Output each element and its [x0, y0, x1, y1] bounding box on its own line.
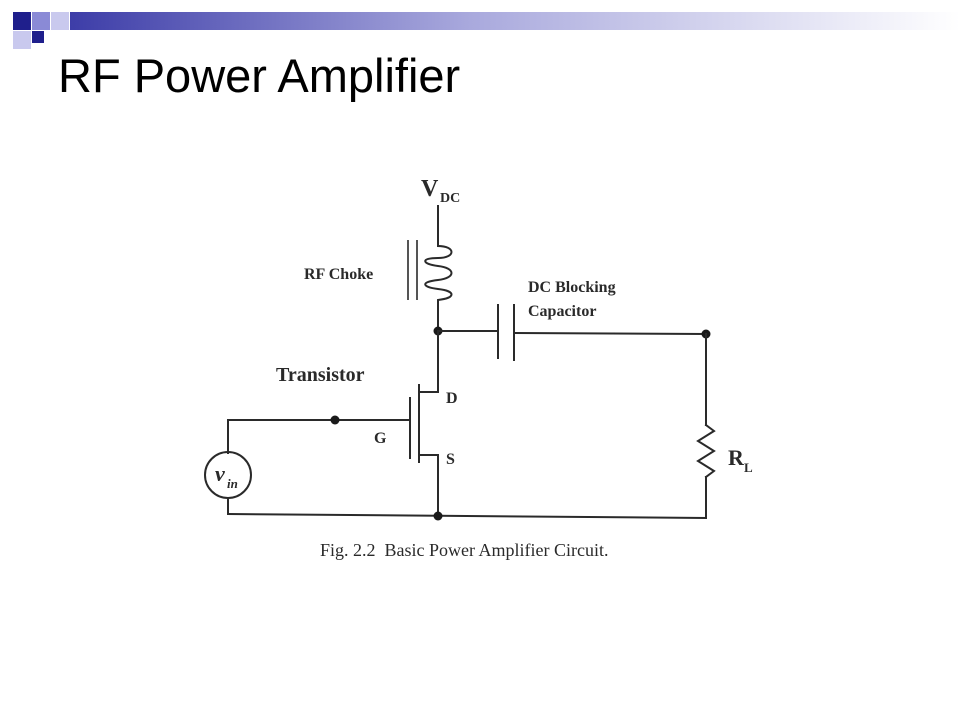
deco-square-light-top — [51, 12, 69, 30]
transistor-label: Transistor — [276, 364, 365, 386]
supply-label: V — [421, 176, 439, 202]
gate-label: G — [374, 430, 387, 447]
drain-label: D — [446, 390, 458, 407]
figure-caption: Fig. 2.2 Basic Power Amplifier Circuit. — [320, 540, 608, 560]
deco-square-light-left — [13, 31, 31, 49]
ground-node — [433, 511, 443, 521]
cap-right-wire — [513, 331, 708, 336]
deco-square-periwinkle — [32, 12, 50, 30]
deco-square-navy-small — [32, 31, 44, 43]
input-source-symbol: v — [215, 461, 225, 486]
deco-square-navy — [13, 12, 31, 30]
load-label: R — [728, 445, 745, 470]
input-source-circle — [204, 451, 252, 499]
load-resistor — [696, 423, 716, 479]
source-label: S — [446, 451, 455, 468]
capacitor-label-line2: Capacitor — [528, 303, 596, 320]
slide-title: RF Power Amplifier — [58, 49, 461, 102]
load-subscript: L — [744, 460, 753, 475]
supply-subscript: DC — [440, 191, 460, 206]
header-gradient-bar — [70, 12, 960, 30]
gate-node — [330, 415, 340, 425]
capacitor-label-line1: DC Blocking — [528, 279, 616, 296]
header-decoration — [13, 12, 960, 49]
input-source-subscript: in — [227, 476, 238, 491]
choke-label: RF Choke — [304, 266, 373, 283]
choke-coil — [424, 244, 453, 331]
return-wire — [226, 512, 708, 520]
